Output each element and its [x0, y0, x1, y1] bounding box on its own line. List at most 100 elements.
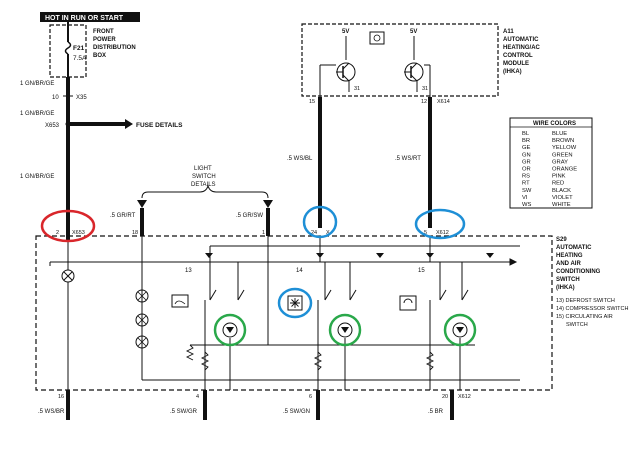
x35-conn: X35	[76, 95, 87, 101]
wire-color-name: BLUE	[552, 131, 567, 137]
s29-label-7: (IHKA)	[556, 285, 575, 291]
module-ic-icon	[369, 31, 385, 45]
supply-left-5v: 5V	[342, 29, 349, 35]
fuse-box-label-2: POWER	[93, 37, 116, 43]
highlight-blue-pin24	[302, 205, 338, 239]
fuse-box-label-4: BOX	[93, 53, 106, 59]
s29-pin-2: 2	[56, 230, 59, 236]
note-15: 15) CIRCULATING AIR	[556, 314, 613, 320]
wire-color-code: OR	[522, 167, 531, 173]
module-label-4: CONTROL	[503, 53, 533, 59]
fuse-box-label-1: FRONT	[93, 29, 114, 35]
bottom-wire-ws-br-label: .5 WS/BR	[38, 409, 65, 415]
wire-color-code: GR	[522, 159, 531, 165]
wire-color-code: GN	[522, 152, 531, 158]
control-module-outline	[301, 23, 499, 97]
bottom-wire-sw-gr-label: .5 SW/GR	[170, 409, 198, 415]
module-label-6: (IHKA)	[503, 69, 522, 75]
lamp-1-icon	[137, 291, 147, 301]
hot-in-run-bar	[40, 12, 140, 22]
lamp-3-icon	[137, 337, 147, 347]
wire-color-code: RS	[522, 174, 530, 180]
wire-color-name: BLACK	[552, 188, 571, 194]
s29-conn-x653: X653	[72, 230, 85, 236]
defrost-icon	[171, 294, 189, 308]
s29-pin-5: 5	[424, 230, 427, 236]
wire-ws-bl-label: .5 WS/BL	[287, 156, 313, 162]
hot-in-run-label: HOT IN RUN OR START	[45, 15, 124, 22]
highlight-red-x653	[40, 209, 96, 243]
module-label-1: A11	[503, 29, 514, 35]
light-switch-label-1: LIGHT	[194, 166, 212, 172]
wire-color-code: VI	[522, 195, 528, 201]
resistor-3-icon	[425, 351, 435, 371]
wire-color-code: SW	[522, 188, 532, 194]
highlight-green-led15	[443, 313, 477, 347]
bottom-pin-4: 4	[196, 394, 199, 400]
pin-out-right: 12	[421, 99, 427, 105]
bottom-pin-6: 6	[309, 394, 312, 400]
highlight-blue-compressor	[277, 287, 313, 319]
wire-color-name: ORANGE	[552, 167, 577, 173]
light-switch-label-3: DETAILS	[191, 182, 216, 188]
note-13: 13) DEFROST SWITCH	[556, 298, 615, 304]
wire-color-name: PINK	[552, 174, 566, 180]
module-label-2: AUTOMATIC	[503, 37, 539, 43]
highlight-green-led13	[213, 313, 247, 347]
wire-colors-title: WIRE COLORS	[533, 121, 576, 127]
highlight-green-led14	[328, 313, 362, 347]
s29-label-6: SWITCH	[556, 277, 580, 283]
s29-pin-24: 24	[311, 230, 317, 236]
led-15-icon	[456, 327, 464, 333]
sw-15: 15	[418, 268, 425, 274]
wire-gr-rt-label: .5 GR/RT	[110, 213, 136, 219]
wire-ws-rt-label: .5 WS/RT	[395, 156, 421, 162]
bottom-wire-br-label: .5 BR	[428, 409, 444, 415]
bottom-wire-sw-gn-label: .5 SW/GN	[283, 409, 310, 415]
supply-right-5v: 5V	[410, 29, 417, 35]
s29-label-1: S29	[556, 237, 567, 243]
lamp-2-icon	[137, 315, 147, 325]
conn-out-right: X614	[437, 99, 450, 105]
compressor-icon	[287, 295, 303, 311]
pin-ground-right: 31	[422, 86, 428, 92]
wire-color-name: BROWN	[552, 138, 574, 144]
wire-color-code: WS	[522, 202, 531, 208]
resistor-4-icon	[185, 344, 195, 361]
led-13-icon	[226, 327, 234, 333]
module-label-5: MODULE	[503, 61, 529, 67]
wire-color-name: GRAY	[552, 159, 568, 165]
wire-color-code: RT	[522, 181, 530, 187]
s29-label-2: AUTOMATIC	[556, 245, 592, 251]
light-switch-brace	[141, 184, 269, 199]
s29-label-4: AND AIR	[556, 261, 581, 267]
fuse-symbol	[64, 41, 72, 55]
fuse-rating: 7.5A	[73, 55, 87, 62]
sw-14: 14	[296, 268, 303, 274]
x35-pin: 10	[52, 95, 59, 101]
wire-color-name: RED	[552, 181, 564, 187]
wire-color-name: YELLOW	[552, 145, 577, 151]
light-switch-label-2: SWITCH	[192, 174, 216, 180]
resistor-2-icon	[313, 351, 323, 371]
s29-label-5: CONDITIONING	[556, 269, 601, 275]
bottom-conn-x612: X612	[458, 394, 471, 400]
s29-conn-24: X	[326, 230, 330, 236]
led-14-icon	[341, 327, 349, 333]
wire-color-code: BR	[522, 138, 530, 144]
resistor-1-icon	[200, 351, 210, 371]
switch-module-outline	[35, 235, 553, 391]
circulating-air-icon	[399, 295, 417, 311]
wire-left-low-label: 1 GN/BR/GE	[20, 174, 54, 180]
switch-contacts	[209, 289, 469, 301]
fuse-box-label-3: DISTRIBUTION	[93, 45, 136, 51]
wire-color-name: VIOLET	[552, 195, 573, 201]
wire-color-code: BL	[522, 131, 530, 137]
pin-ground-left: 31	[354, 86, 360, 92]
bottom-pin-16: 16	[58, 394, 64, 400]
fuse-id: F21	[73, 45, 85, 52]
wire-color-code: GE	[522, 145, 531, 151]
highlight-blue-x612	[414, 208, 466, 240]
